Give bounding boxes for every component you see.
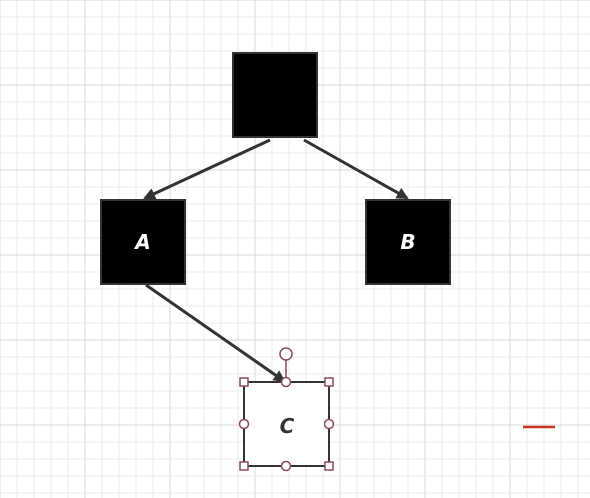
node-c[interactable]: C — [243, 381, 330, 467]
edge-root-to-a[interactable] — [143, 138, 271, 200]
resize-handle-left[interactable] — [238, 418, 250, 430]
node-c-shape[interactable] — [243, 381, 330, 467]
node-root[interactable] — [232, 52, 318, 138]
resize-handle-top-right[interactable] — [324, 377, 334, 387]
resize-handle-top[interactable] — [280, 376, 292, 388]
selection-handles — [238, 347, 335, 472]
resize-handle-bottom-left[interactable] — [239, 461, 249, 471]
resize-handle-right[interactable] — [323, 418, 335, 430]
node-root-shape[interactable] — [232, 52, 318, 138]
node-b[interactable]: B — [365, 199, 451, 285]
resize-handle-bottom-right[interactable] — [324, 461, 334, 471]
resize-handle-bottom[interactable] — [280, 460, 292, 472]
node-c-label: C — [280, 414, 295, 438]
edge-a-to-c[interactable] — [145, 283, 286, 383]
resize-handle-top-left[interactable] — [239, 377, 249, 387]
rotate-handle[interactable] — [279, 347, 293, 361]
node-a-label: A — [133, 230, 150, 254]
nodes-layer: A B C — [100, 52, 451, 467]
node-a-shape[interactable] — [100, 199, 186, 285]
node-b-shape[interactable] — [365, 199, 451, 285]
node-b-label: B — [400, 230, 415, 254]
edges-layer — [143, 138, 409, 383]
node-a[interactable]: A — [100, 199, 186, 285]
edge-root-to-b[interactable] — [303, 138, 409, 200]
